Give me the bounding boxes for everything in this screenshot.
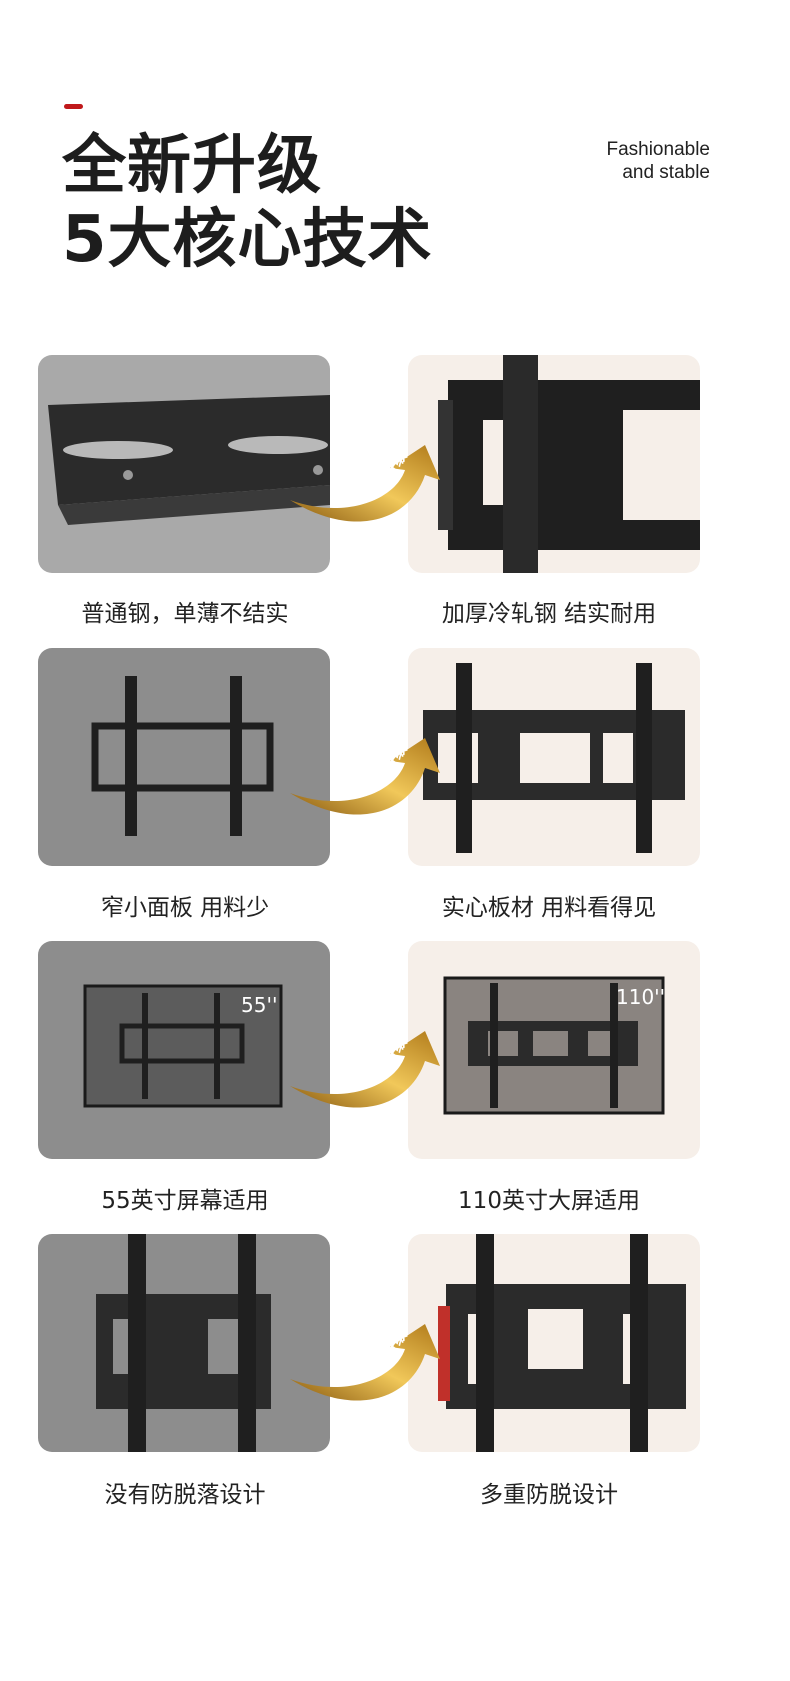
screen-size-label: 55'': [241, 993, 278, 1017]
screen-size-label: 110'': [616, 985, 666, 1009]
tagline: Fashionable and stable: [606, 138, 710, 184]
solid-panel-image: [408, 648, 700, 866]
55-inch-screen-image: 55'': [38, 941, 330, 1159]
narrow-panel-image: [38, 648, 330, 866]
headline-line1: 全新升级: [62, 129, 322, 203]
tagline-line2: and stable: [622, 162, 710, 183]
no-anti-drop-image: [38, 1234, 330, 1452]
caption-left: 没有防脱落设计: [104, 1482, 266, 1508]
caption-left: 普通钢，单薄不结实: [81, 601, 289, 627]
caption-left: 55英寸屏幕适用: [101, 1188, 269, 1214]
caption-right: 多重防脱设计: [480, 1482, 618, 1508]
cold-rolled-steel-image: [408, 355, 700, 573]
caption-left: 窄小面板 用料少: [100, 895, 270, 921]
tagline-line1: Fashionable: [606, 139, 710, 160]
upgrade-arrow-icon: 新升级: [285, 1319, 445, 1439]
upgrade-arrow-icon: 新升级: [285, 733, 445, 853]
caption-right: 实心板材 用料看得见: [441, 895, 657, 921]
upgrade-arrow-icon: 新升级: [285, 440, 445, 560]
upgrade-arrow-icon: 新升级: [285, 1026, 445, 1146]
caption-right: 110英寸大屏适用: [458, 1188, 640, 1214]
ordinary-steel-image: [38, 355, 330, 573]
110-inch-screen-image: 110'': [408, 941, 700, 1159]
accent-bar: [64, 104, 83, 109]
multi-anti-drop-image: [408, 1234, 700, 1452]
headline-line2: 5大核心技术: [62, 203, 433, 277]
caption-right: 加厚冷轧钢 结实耐用: [441, 601, 657, 627]
